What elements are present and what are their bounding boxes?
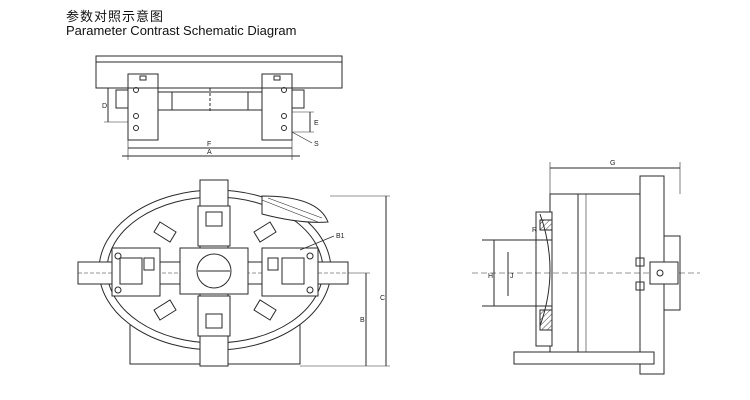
bolt-hole [281, 87, 287, 93]
dim-label-A: A [207, 149, 212, 156]
dim-B1-leader [299, 235, 335, 251]
front-view-labels: B1 C B [336, 233, 385, 324]
nose-bolt [656, 269, 664, 277]
dim-label-D: D [102, 103, 107, 110]
bracket-mark [273, 75, 281, 81]
bolt-hole [281, 113, 287, 119]
right-jaw [261, 247, 319, 297]
right-jaw-bolt [306, 252, 314, 260]
nose-key [635, 281, 645, 291]
center-hub [179, 247, 249, 295]
dim-label-E: E [314, 120, 319, 127]
bolt-hole [133, 113, 139, 119]
hatched-section [539, 309, 553, 331]
diagram-title-english: Parameter Contrast Schematic Diagram [66, 23, 297, 38]
bulge-hatch [267, 197, 323, 219]
right-jaw-bolt [306, 286, 314, 294]
top-view [95, 55, 343, 160]
dim-label-H: H [488, 273, 493, 280]
left-jaw-block [143, 257, 155, 271]
dim-label-F: F [207, 141, 211, 148]
dim-label-S: S [314, 141, 319, 148]
radial-slot [253, 221, 277, 243]
bolt-hole [133, 125, 139, 131]
left-jaw-slot [119, 257, 143, 285]
hub-circle [196, 253, 232, 289]
dim-label-B: B [360, 317, 365, 324]
left-jaw [111, 247, 161, 297]
right-jaw-block [267, 257, 279, 271]
dim-S-leader [291, 131, 313, 144]
top-jaw-slot [205, 211, 223, 227]
bottom-jaw-slot [205, 313, 223, 329]
right-jaw-slot [281, 257, 305, 285]
dim-label-C: C [380, 295, 385, 302]
diagram-title-chinese: 参数对照示意图 [66, 10, 165, 25]
bulge-hatch [261, 199, 319, 223]
left-jaw-bolt [114, 286, 122, 294]
bottom-jaw [197, 295, 231, 337]
top-view-labels: D E F A S [102, 103, 319, 156]
nose-block [649, 261, 679, 285]
radial-slot [253, 299, 277, 321]
left-jaw-bolt [114, 252, 122, 260]
dim-label-B1: B1 [336, 233, 345, 240]
bracket-mark [139, 75, 147, 81]
disc-body [577, 193, 641, 361]
bolt-hole [281, 125, 287, 131]
dim-label-G: G [610, 160, 615, 167]
side-view [472, 162, 700, 375]
front-view [77, 179, 390, 367]
radial-slot [153, 221, 177, 243]
right-side-tab [291, 89, 305, 109]
left-side-tab [115, 89, 129, 109]
top-plate-outline [95, 55, 343, 89]
back-plate [549, 193, 579, 361]
bolt-hole [133, 87, 139, 93]
base-foot [513, 351, 655, 365]
dim-label-R: R [532, 227, 537, 234]
side-view-labels: G R H J [488, 160, 615, 280]
radial-slot [153, 299, 177, 321]
top-bulge [261, 195, 329, 223]
dim-label-J: J [510, 273, 514, 280]
hatched-section [539, 219, 553, 231]
nose-key [635, 257, 645, 267]
